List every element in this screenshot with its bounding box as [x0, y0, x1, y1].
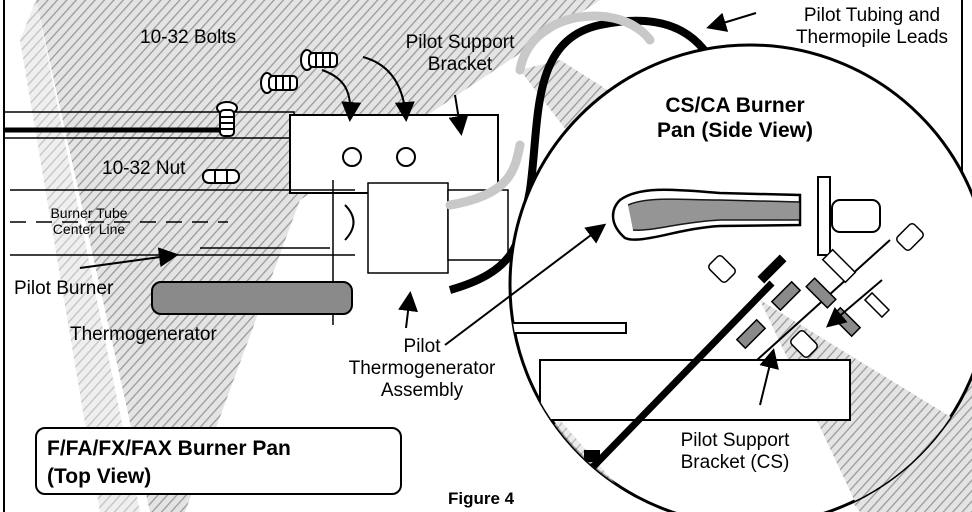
cs-ca-title: CS/CA Burner Pan (Side View) — [657, 94, 813, 142]
bolt-icon-2 — [260, 72, 298, 94]
pilot-support-bracket-cs-label: Pilot Support Bracket (CS) — [680, 430, 790, 473]
leader-arrows — [79, 12, 883, 406]
top-view-title-box: F/FA/FX/FAX Burner Pan (Top View) — [35, 427, 402, 495]
nut-icon — [202, 169, 240, 184]
bracket-hole-2 — [396, 147, 416, 167]
burner-tube-label: Burner Tube Center Line — [50, 205, 128, 237]
bolt-icon-1 — [216, 101, 238, 137]
figure-caption: Figure 4 — [448, 489, 515, 508]
thermogenerator-label: Thermogenerator — [70, 324, 217, 345]
nut-label: 10-32 Nut — [102, 158, 186, 179]
bolt-icon-3 — [300, 49, 338, 71]
pilot-thermogenerator-assembly-label: Pilot Thermogenerator Assembly — [348, 336, 496, 401]
bolts-label: 10-32 Bolts — [140, 27, 237, 48]
pilot-support-bracket-label: Pilot Support Bracket — [405, 32, 515, 75]
pilot-tubing-label: Pilot Tubing and Thermopile Leads — [795, 5, 949, 48]
thermogenerator-shape — [151, 281, 353, 315]
bracket-hole-1 — [342, 147, 362, 167]
top-view-pan — [3, 111, 509, 325]
pilot-burner-label: Pilot Burner — [14, 278, 114, 299]
pilot-tubing-gray — [445, 11, 655, 210]
